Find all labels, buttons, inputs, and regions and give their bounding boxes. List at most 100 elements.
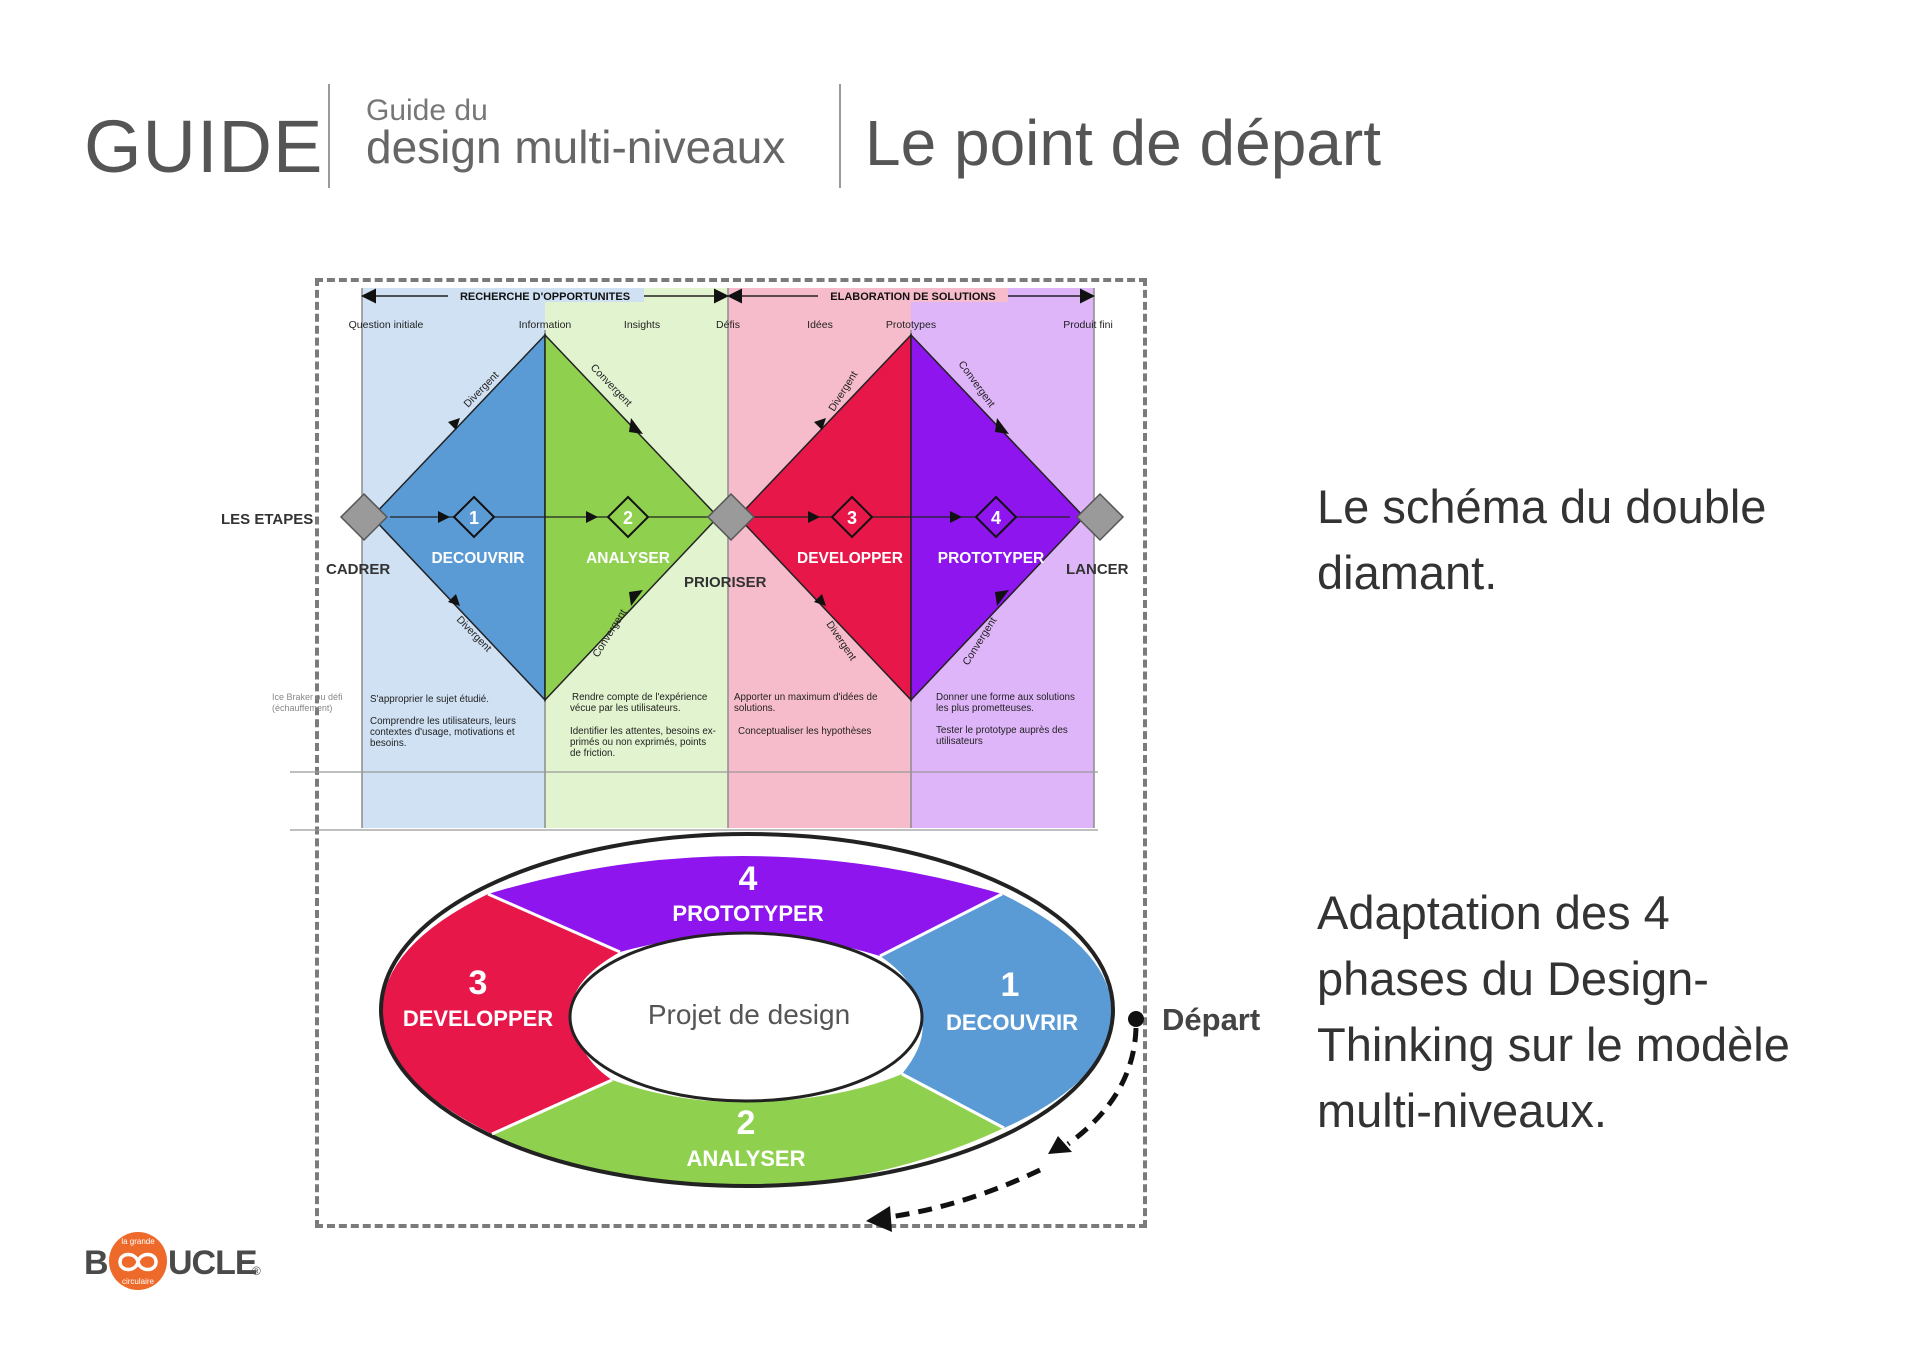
edge-arrows: [448, 418, 1009, 606]
phase-number: 2: [623, 508, 633, 528]
segment-name: ANALYSER: [687, 1146, 806, 1171]
segment-developper: [382, 894, 620, 1134]
desc-prototyper: Donner une forme aux solutions les plus …: [936, 692, 1075, 747]
phase-descriptions: S'approprier le sujet étudié. Comprendre…: [370, 692, 1075, 759]
milestone: Défis: [716, 319, 740, 331]
segment-number: 3: [469, 964, 488, 1002]
desc-line: Comprendre les utilisateurs, leurs: [370, 716, 516, 727]
start-arrowhead-1: [1048, 1136, 1072, 1154]
axis-arrows: [438, 511, 962, 523]
milestone: Prototypes: [886, 319, 936, 331]
desc-line: besoins.: [370, 738, 407, 749]
desc-line: Tester le prototype auprès des: [936, 725, 1068, 736]
desc-line: Donner une forme aux solutions: [936, 692, 1075, 703]
diagram-frame: [315, 278, 1147, 1228]
page-title: Le point de départ: [865, 107, 1381, 179]
desc-line: contextes d'usage, motivations et: [370, 727, 515, 738]
segment-decouvrir: [880, 894, 1112, 1128]
phase-markers: 1 2 3 4: [452, 495, 1018, 539]
milestone: Insights: [624, 319, 660, 331]
segment-prototyper: [488, 856, 1002, 956]
logo-text-rest: UCLE: [168, 1244, 258, 1282]
desc-line: primés ou non exprimés, points: [570, 737, 706, 748]
segment-name: PROTOTYPER: [672, 901, 823, 926]
top-label-elaboration: ELABORATION DE SOLUTIONS: [830, 291, 995, 303]
milestone: Question initiale: [349, 319, 424, 331]
segment-number: 4: [739, 860, 758, 898]
cycle-diagram: Projet de design 4 PROTOTYPER 3 DEVELOPP…: [379, 832, 1260, 1232]
cycle-outline: [379, 832, 1115, 1188]
desc-line: Rendre compte de l'expérience: [572, 692, 708, 703]
double-diamond-caption: Le schéma du double diamant.: [1317, 474, 1766, 606]
gate-label: LANCER: [1066, 561, 1129, 578]
phase-number: 3: [847, 508, 857, 528]
note-line: Ice Braker ou défi: [272, 692, 343, 702]
segment-name: DEVELOPPER: [403, 1006, 553, 1031]
phase-name: ANALYSER: [586, 550, 670, 567]
caption-line: diamant.: [1317, 546, 1498, 599]
segment-analyser: [492, 1074, 1004, 1186]
logo-circle: la grande circulaire: [109, 1232, 167, 1290]
caption-line: Thinking sur le modèle: [1317, 1018, 1790, 1071]
header-divider-1: [328, 84, 330, 188]
caption-line: multi-niveaux.: [1317, 1084, 1607, 1137]
caption-line: Le schéma du double: [1317, 480, 1767, 533]
milestone: Produit fini: [1063, 319, 1113, 331]
la-grande-boucle-logo: B la grande circulaire UCLE ®: [82, 1228, 272, 1298]
start-arrowhead-2: [866, 1206, 892, 1232]
logo-circle-bottom: circulaire: [122, 1277, 155, 1286]
start-dot: [1128, 1011, 1144, 1027]
logo-circle-top: la grande: [121, 1237, 155, 1246]
start-arrow-1: [1066, 1027, 1139, 1147]
caption-line: Adaptation des 4: [1317, 886, 1670, 939]
subtitle-big: design multi-niveaux: [366, 121, 786, 173]
start-arrow-2: [881, 1167, 1042, 1221]
desc-line: vécue par les utilisateurs.: [570, 703, 681, 714]
phase-names: DECOUVRIR ANALYSER DEVELOPPER PROTOTYPER: [431, 550, 1044, 567]
gate-label: CADRER: [326, 561, 390, 578]
cycle-caption: Adaptation des 4 phases du Design- Think…: [1317, 880, 1790, 1144]
phase-name: PROTOTYPER: [938, 550, 1045, 567]
desc-line: solutions.: [734, 703, 775, 714]
cycle-labels: 4 PROTOTYPER 3 DEVELOPPER 1 DECOUVRIR 2 …: [403, 860, 1078, 1171]
desc-line: de friction.: [570, 748, 615, 759]
desc-line: les plus prometteuses.: [936, 703, 1034, 714]
desc-line: Conceptualiser les hypothèses: [738, 726, 872, 737]
cycle-center-label: Projet de design: [648, 999, 850, 1030]
start-label: Départ: [1162, 1002, 1260, 1037]
segment-number: 2: [737, 1104, 756, 1142]
segment-number: 1: [1001, 966, 1020, 1004]
guide-title: GUIDE: [84, 105, 324, 188]
left-note: Ice Braker ou défi (échauffement): [272, 692, 343, 713]
desc-line: Apporter un maximum d'idées de: [734, 692, 878, 703]
header-divider-2: [839, 84, 841, 188]
caption-line: phases du Design-: [1317, 952, 1709, 1005]
desc-decouvrir: S'approprier le sujet étudié. Comprendre…: [370, 694, 516, 749]
milestone: Idées: [807, 319, 833, 331]
segment-name: DECOUVRIR: [946, 1010, 1078, 1035]
gate-label: PRIORISER: [684, 574, 767, 591]
desc-developper: Apporter un maximum d'idées de solutions…: [734, 692, 878, 737]
gate-labels: LES ETAPES CADRER PRIORISER LANCER: [221, 511, 1129, 591]
double-diamond: RECHERCHE D'OPPORTUNITES ELABORATION DE …: [221, 288, 1129, 831]
phase-name: DEVELOPPER: [797, 550, 903, 567]
desc-analyser: Rendre compte de l'expérience vécue par …: [570, 692, 716, 759]
phase-number: 1: [469, 508, 479, 528]
segment-separators: [487, 892, 1005, 1136]
desc-line: utilisateurs: [936, 736, 983, 747]
phase-name: DECOUVRIR: [431, 550, 524, 567]
note-line: (échauffement): [272, 703, 332, 713]
gates: [339, 492, 1125, 542]
cycle-center: [568, 931, 924, 1103]
desc-line: Identifier les attentes, besoins ex-: [570, 726, 716, 737]
row-label: LES ETAPES: [221, 511, 313, 528]
subtitle-small: Guide du: [366, 94, 488, 127]
phase-number: 4: [991, 508, 1001, 528]
top-label-recherche: RECHERCHE D'OPPORTUNITES: [460, 291, 630, 303]
logo-registered: ®: [252, 1264, 261, 1278]
desc-line: S'approprier le sujet étudié.: [370, 694, 489, 705]
milestones: Question initiale Information Insights D…: [349, 319, 1113, 331]
milestone: Information: [519, 319, 572, 331]
logo-letter-b: B: [84, 1244, 109, 1282]
